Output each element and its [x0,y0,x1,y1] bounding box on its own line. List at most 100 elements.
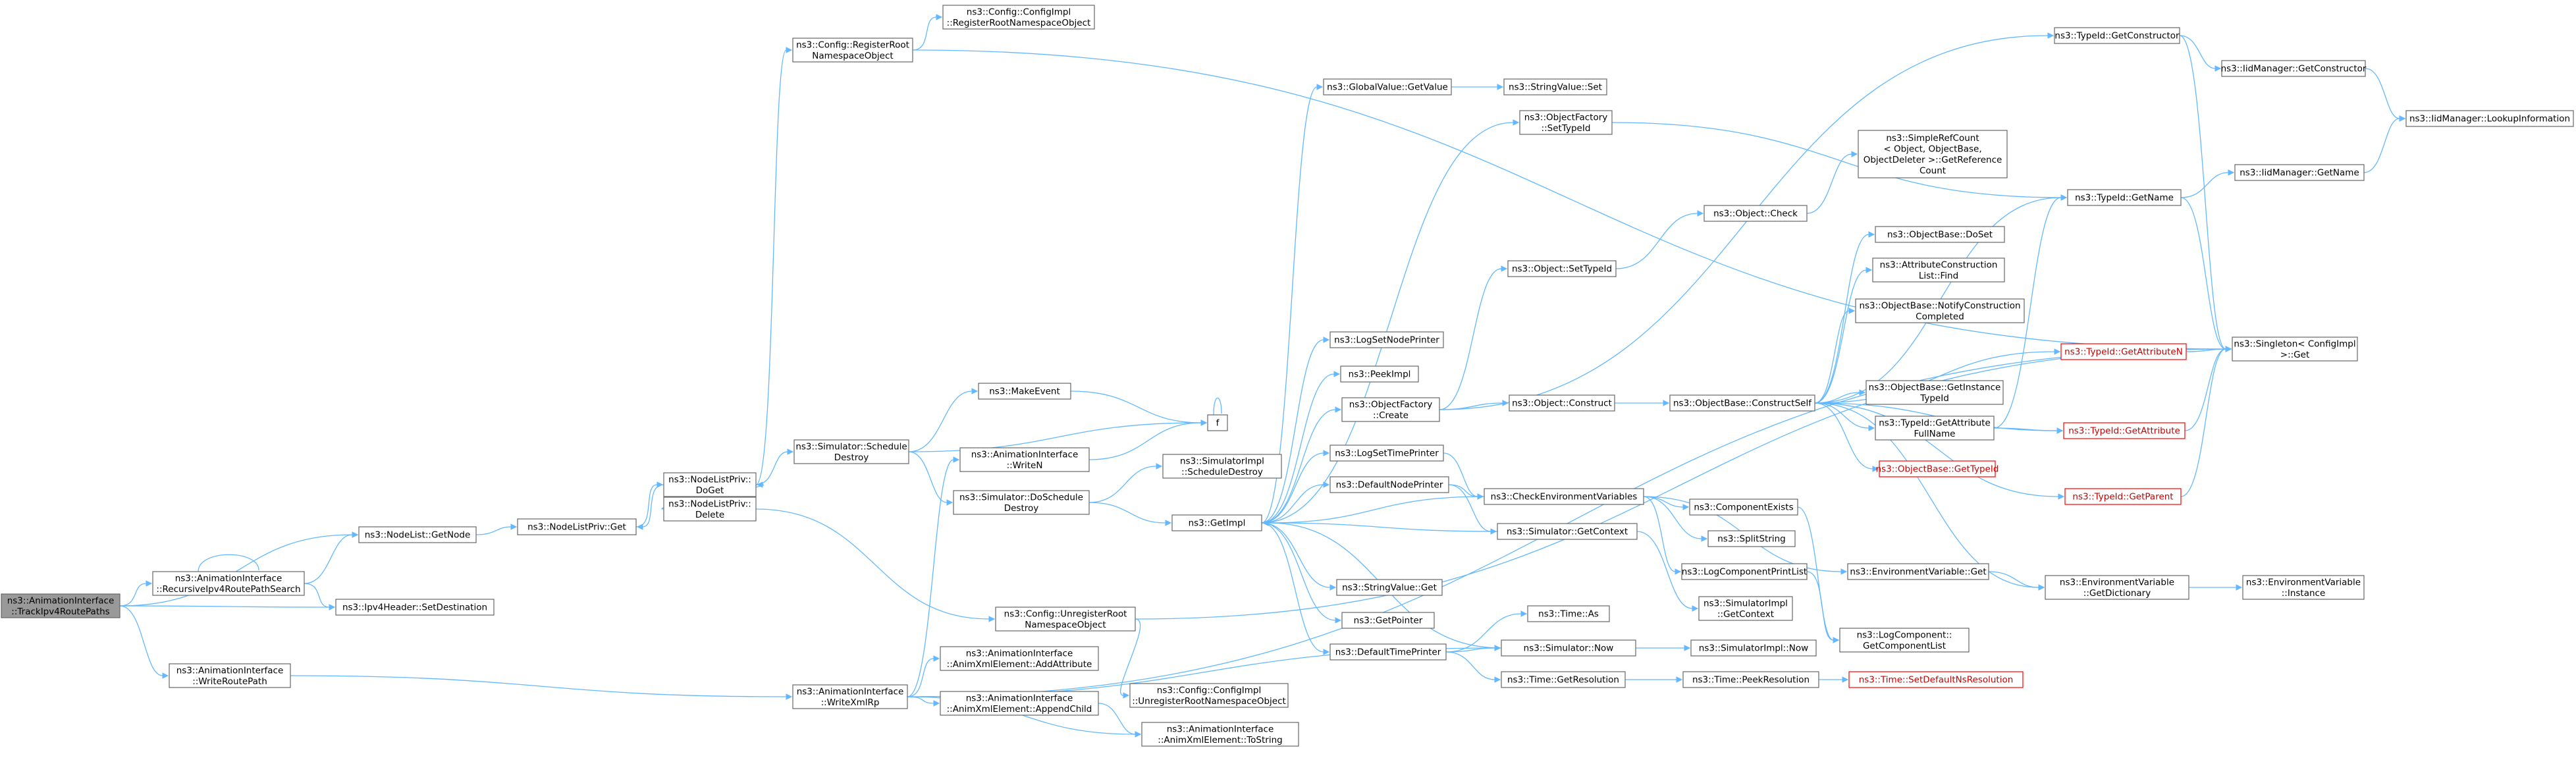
node-wrp[interactable]: ns3::AnimationInterface::WriteRoutePath [169,663,291,688]
node-cfgunreg[interactable]: ns3::Config::ConfigImpl::UnregisterRootN… [1129,683,1289,708]
node-appendchild[interactable]: ns3::AnimationInterface::AnimXmlElement:… [940,691,1099,716]
node-simimplnow[interactable]: ns3::SimulatorImpl::Now [1690,639,1817,657]
edge-rec-to-rec [198,554,259,572]
node-nlpget[interactable]: ns3::NodeListPriv::Get [517,518,637,535]
node-objcheck[interactable]: ns3::Object::Check [1704,205,1808,222]
node-delete[interactable]: ns3::NodeListPriv::Delete [663,497,757,522]
node-label: ns3::PeekImpl [1349,369,1411,380]
node-obnotify[interactable]: ns3::ObjectBase::NotifyConstructionCompl… [1855,298,2025,323]
node-label: ns3::AnimationInterface [7,595,115,606]
node-box [2234,164,2365,181]
node-defnp[interactable]: ns3::DefaultNodePrinter [1329,476,1449,493]
node-obdoset[interactable]: ns3::ObjectBase::DoSet [1875,226,2005,243]
node-timepeekres[interactable]: ns3::Time::PeekResolution [1682,671,1819,688]
node-label: ns3::EnvironmentVariable [2060,577,2174,587]
node-f[interactable]: f [1207,414,1228,431]
node-objsettypeid[interactable]: ns3::Object::SetTypeId [1507,260,1617,277]
edge-obconstructself-to-obgettypeid [1814,402,1879,472]
node-rec[interactable]: ns3::AnimationInterface::RecursiveIpv4Ro… [152,571,305,596]
node-tostring[interactable]: ns3::AnimationInterface::AnimXmlElement:… [1141,722,1299,747]
edge-logcompprint-to-logcompgetlist [1806,571,1840,643]
node-timegetres[interactable]: ns3::Time::GetResolution [1501,671,1626,688]
node-checkenv[interactable]: ns3::CheckEnvironmentVariables [1484,488,1644,505]
node-peekimpl[interactable]: ns3::PeekImpl [1340,365,1419,383]
node-ofcreate[interactable]: ns3::ObjectFactory::Create [1341,397,1440,422]
node-label: ns3::Config::ConfigImpl [967,7,1071,17]
node-compexists[interactable]: ns3::ComponentExists [1689,499,1798,516]
node-label: >::Get [2280,350,2309,360]
node-box [1341,397,1440,422]
node-makeevent[interactable]: ns3::MakeEvent [978,383,1071,400]
node-label: ns3::Time::PeekResolution [1692,675,1810,686]
node-ofsettypeid[interactable]: ns3::ObjectFactory::SetTypeId [1519,110,1613,135]
node-deftp[interactable]: ns3::DefaultTimePrinter [1329,643,1447,661]
node-label: ns3::Time::GetResolution [1507,675,1619,686]
node-iidmgetname[interactable]: ns3::IidManager::GetName [2234,164,2365,181]
node-writen[interactable]: ns3::AnimationInterface::WriteN [959,447,1090,472]
node-box [1879,460,1996,477]
node-box [978,383,1071,400]
node-timeas[interactable]: ns3::Time::As [1527,605,1610,622]
node-simgetctx[interactable]: ns3::Simulator::GetContext [1497,523,1638,540]
node-strget[interactable]: ns3::StringValue::Get [1336,579,1443,596]
node-label: FullName [1914,429,1956,439]
node-box [1501,639,1636,657]
node-simimplsd[interactable]: ns3::SimulatorImpl::ScheduleDestroy [1162,454,1282,479]
node-tidgetctor[interactable]: ns3::TypeId::GetConstructor [2054,27,2180,44]
node-root[interactable]: ns3::AnimationInterface::TrackIpv4RouteP… [1,593,121,618]
node-getimpl[interactable]: ns3::GetImpl [1171,514,1262,531]
node-logcompgetlist[interactable]: ns3::LogComponent::GetComponentList [1839,628,1970,653]
node-envget[interactable]: ns3::EnvironmentVariable::Get [1847,563,1989,580]
node-getpointer[interactable]: ns3::GetPointer [1341,612,1435,629]
node-envinst[interactable]: ns3::EnvironmentVariable::Instance [2242,575,2365,600]
node-timesetdef[interactable]: ns3::Time::SetDefaultNsResolution [1848,671,2024,688]
edge-checkenv-to-logcompprint [1643,496,1682,575]
node-singleton[interactable]: ns3::Singleton< ConfigImpl>::Get [2232,337,2358,362]
node-box [663,472,757,497]
node-writexml[interactable]: ns3::AnimationInterface::WriteXmlRp [792,684,908,709]
node-tidgetname[interactable]: ns3::TypeId::GetName [2067,189,2182,206]
node-getnode[interactable]: ns3::NodeList::GetNode [358,526,477,543]
node-label: ::Create [1373,410,1409,421]
edge-tidgetctor-to-iidmgetctor [2179,35,2222,72]
node-cfgreg[interactable]: ns3::Config::ConfigImpl::RegisterRootNam… [942,5,1095,30]
node-box [959,447,1090,472]
node-gvgetvalue[interactable]: ns3::GlobalValue::GetValue [1323,78,1452,95]
node-obconstructself[interactable]: ns3::ObjectBase::ConstructSelf [1669,394,1815,412]
node-logsettp[interactable]: ns3::LogSetTimePrinter [1329,445,1444,462]
node-unreg[interactable]: ns3::Config::UnregisterRootNamespaceObje… [995,607,1136,632]
edge-timepeekres-to-timesetdef [1818,676,1849,683]
node-iidmlookup[interactable]: ns3::IidManager::LookupInformation [2405,110,2574,127]
node-setdest[interactable]: ns3::Ipv4Header::SetDestination [335,599,495,616]
node-iidmgetctor[interactable]: ns3::IidManager::GetConstructor [2221,60,2367,77]
node-box [1329,476,1449,493]
node-obgettypeid[interactable]: ns3::ObjectBase::GetTypeId [1876,460,1999,477]
node-simnow[interactable]: ns3::Simulator::Now [1501,639,1636,657]
edge-tidgetattrfull-to-tidgetattr [1993,427,2064,434]
edge-tidgetattrfull-to-tidgetname [1993,194,2068,429]
node-tidgetattr[interactable]: ns3::TypeId::GetAttribute [2063,422,2186,439]
node-tidgetattrn[interactable]: ns3::TypeId::GetAttributeN [2060,343,2187,360]
node-regroot[interactable]: ns3::Config::RegisterRootNamespaceObject [792,38,913,63]
node-simplerefcount[interactable]: ns3::SimpleRefCount< Object, ObjectBase,… [1858,130,2008,178]
edge-doget-to-nlpget [636,484,664,530]
edge-objsettypeid-to-objcheck [1615,210,1704,269]
node-envgetdict[interactable]: ns3::EnvironmentVariable::GetDictionary [2045,575,2189,600]
node-strset[interactable]: ns3::StringValue::Set [1503,78,1607,95]
node-objconstruct[interactable]: ns3::Object::Construct [1509,394,1615,412]
node-simimplgetctx[interactable]: ns3::SimulatorImpl::GetContext [1698,596,1793,621]
node-logcompprint[interactable]: ns3::LogComponentPrintList [1681,563,1808,580]
node-tidgetparent[interactable]: ns3::TypeId::GetParent [2064,488,2182,505]
node-label: ns3::Ipv4Header::SetDestination [342,603,487,613]
node-label: ns3::NodeList::GetNode [365,530,471,541]
node-box [169,663,291,688]
node-schdes[interactable]: ns3::Simulator::ScheduleDestroy [793,439,909,464]
node-addattr[interactable]: ns3::AnimationInterface::AnimXmlElement:… [940,646,1099,671]
node-logsetnp[interactable]: ns3::LogSetNodePrinter [1329,331,1444,348]
node-doget[interactable]: ns3::NodeListPriv::DoGet [663,472,757,497]
node-splitstring[interactable]: ns3::SplitString [1707,530,1796,547]
